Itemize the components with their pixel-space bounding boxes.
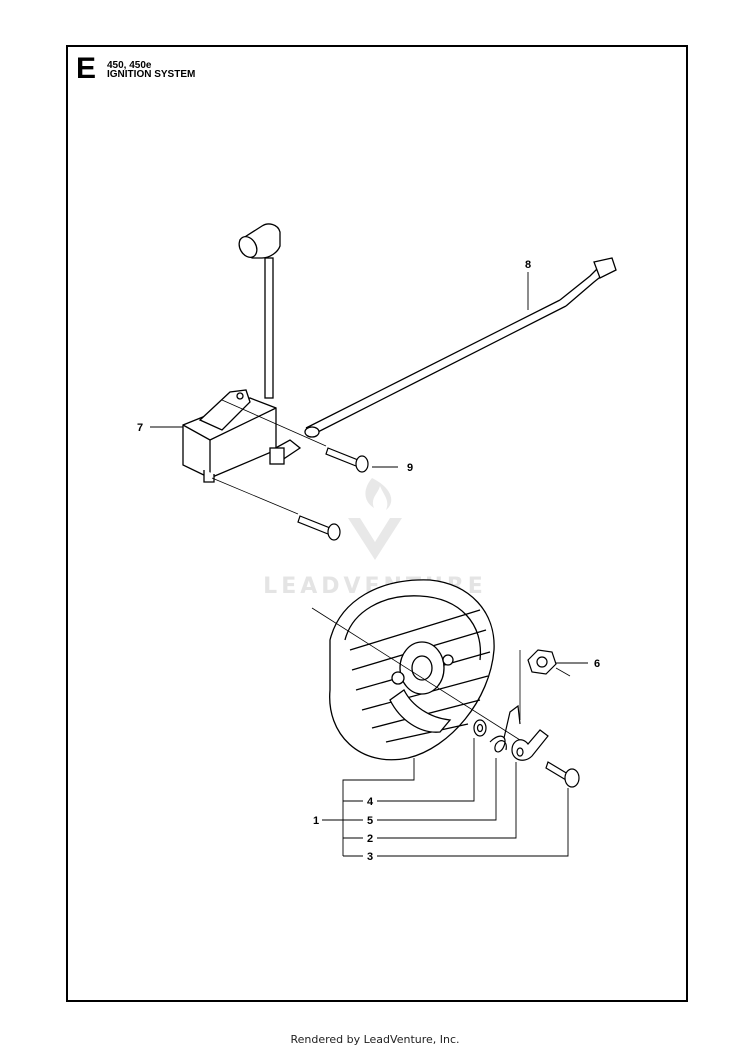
callout-5: 5 [367, 815, 373, 827]
pawl [511, 729, 549, 761]
footer-credit: Rendered by LeadVenture, Inc. [290, 1033, 460, 1046]
diagram-frame [66, 45, 688, 1002]
callout-1: 1 [313, 815, 319, 827]
section-letter: E [76, 52, 97, 85]
leader-lines [150, 272, 588, 857]
system-title: IGNITION SYSTEM [107, 69, 196, 80]
ignition-module [182, 389, 277, 483]
callout-8: 8 [525, 259, 531, 271]
spring [489, 704, 521, 753]
pawl-screw [545, 761, 580, 788]
spark-plug-cap [238, 223, 281, 399]
callout-3: 3 [367, 851, 373, 863]
flywheel [329, 579, 495, 761]
callout-4: 4 [367, 796, 374, 808]
model-label: 450, 450e [107, 60, 152, 71]
short-wire-connector [269, 439, 302, 465]
washer [473, 719, 487, 737]
callout-7: 7 [137, 422, 143, 434]
callout-9: 9 [407, 462, 413, 474]
module-screw-upper [221, 399, 369, 473]
stop-wire [304, 257, 617, 438]
callout-2: 2 [367, 833, 373, 845]
watermark-logo [348, 478, 402, 560]
crank-axis-line [311, 607, 521, 741]
module-screw-lower [211, 477, 341, 541]
flywheel-nut [519, 649, 571, 720]
callout-6: 6 [594, 658, 600, 670]
